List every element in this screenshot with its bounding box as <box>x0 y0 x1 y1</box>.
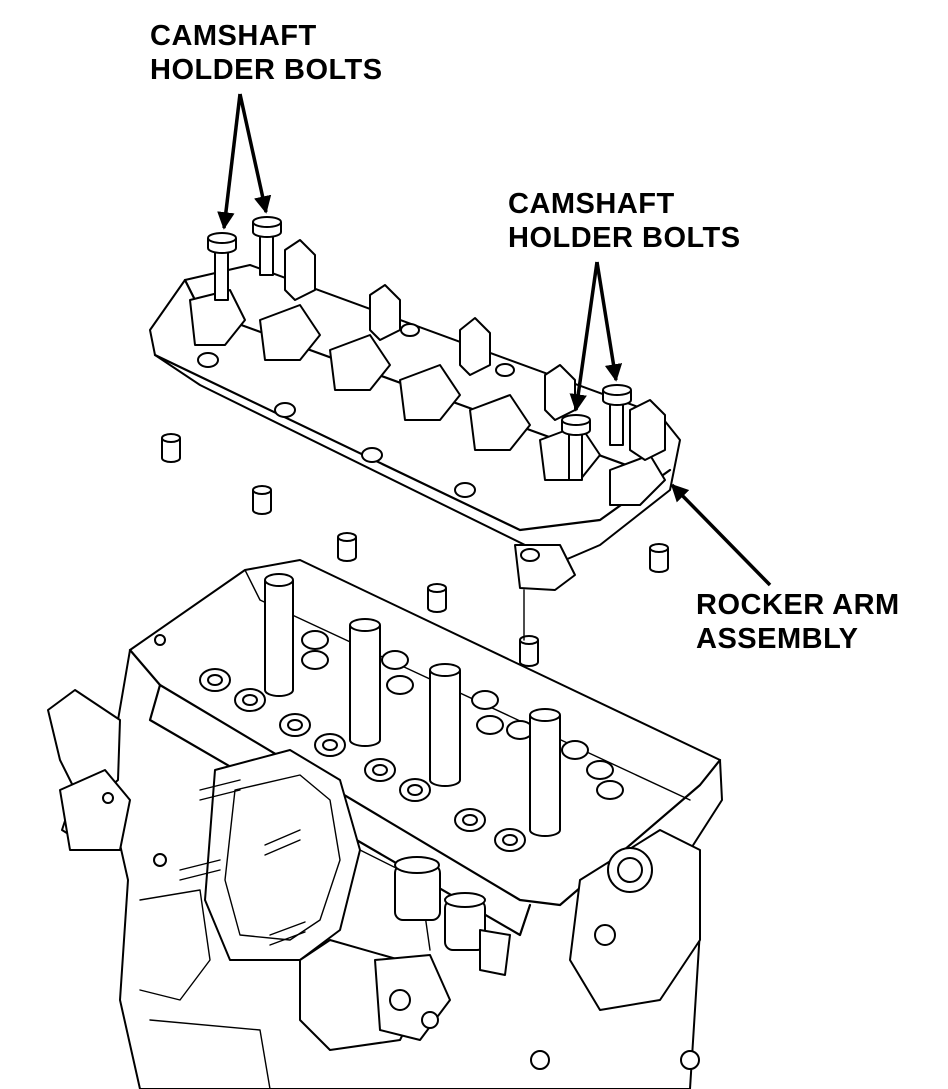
camshaft-holder-bolts <box>207 216 632 481</box>
arrow-bolt-4 <box>595 261 623 382</box>
callout-camshaft-holder-bolts-left: CAMSHAFT HOLDER BOLTS <box>150 19 383 87</box>
dowel-pins <box>161 433 669 667</box>
spark-plug-tubes <box>264 573 561 837</box>
arrow-bolt-1 <box>217 93 242 230</box>
callout-line: ROCKER ARM <box>696 589 900 621</box>
arrow-bolt-2 <box>238 93 272 214</box>
arrow-bolt-3 <box>569 261 599 412</box>
callout-line: ASSEMBLY <box>696 623 859 655</box>
solenoid-cluster <box>374 856 511 1041</box>
callout-camshaft-holder-bolts-right: CAMSHAFT HOLDER BOLTS <box>508 187 741 255</box>
rocker-arm-assembly <box>149 216 681 591</box>
callout-line: HOLDER BOLTS <box>508 222 741 254</box>
arrow-rocker-assembly <box>670 483 772 587</box>
callout-rocker-arm-assembly: ROCKER ARM ASSEMBLY <box>696 588 900 656</box>
callout-line: CAMSHAFT <box>150 20 317 52</box>
cylinder-head <box>47 559 723 1089</box>
leader-arrows <box>217 93 772 587</box>
callout-line: HOLDER BOLTS <box>150 54 383 86</box>
valve-springs <box>199 630 624 852</box>
callout-line: CAMSHAFT <box>508 188 675 220</box>
